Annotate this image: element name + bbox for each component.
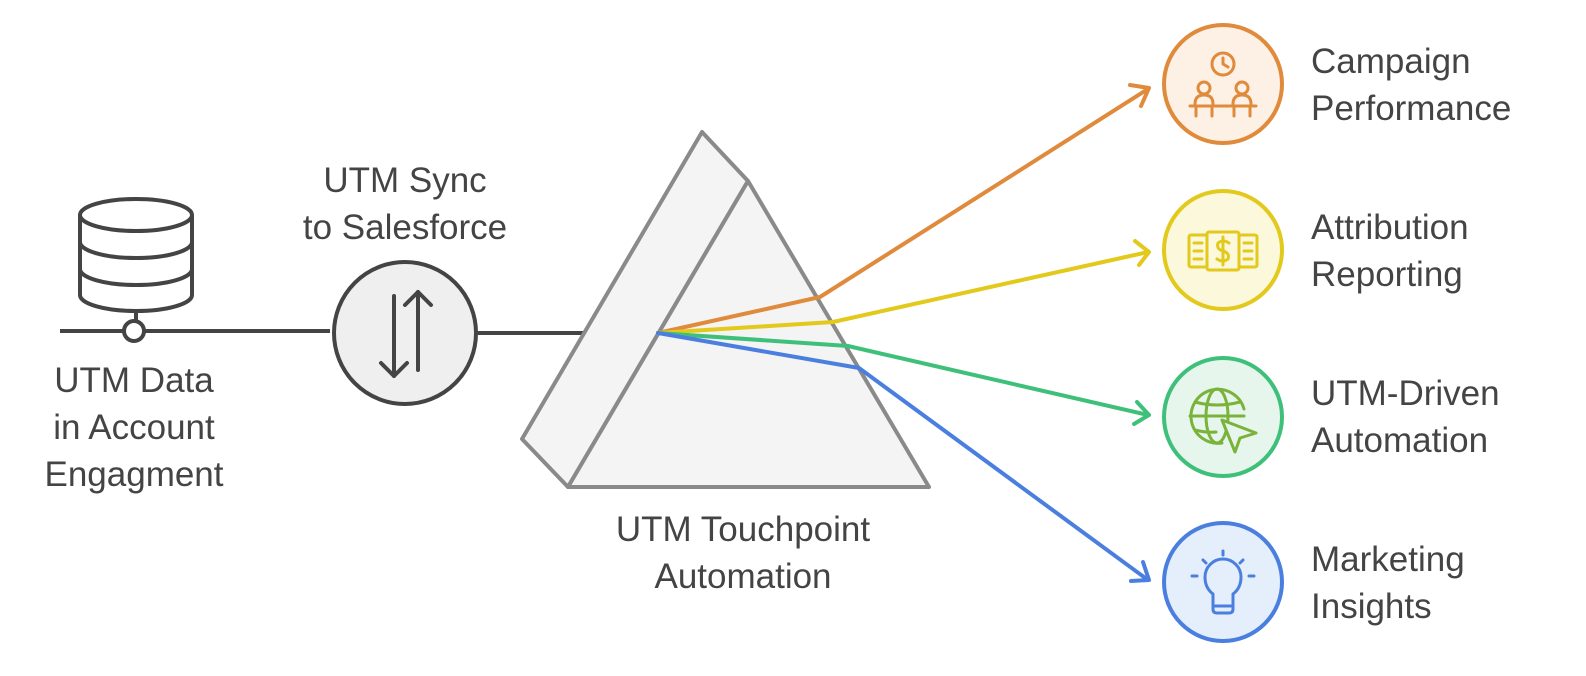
up-down-arrows-icon — [379, 290, 433, 378]
money-bills-icon — [1187, 230, 1259, 272]
utm-driven-automation-line-1: UTM-Driven — [1311, 374, 1500, 413]
beam-insights-arrowhead — [1129, 560, 1151, 583]
attribution-reporting-line-2: Reporting — [1311, 255, 1463, 294]
beam-marketing-insights — [656, 331, 1150, 582]
campaign-performance-line-2: Performance — [1311, 89, 1512, 128]
utm-driven-automation-line-2: Automation — [1311, 421, 1489, 460]
source-label-line-2: in Account — [53, 408, 215, 447]
meeting-clock-icon — [1188, 51, 1258, 118]
source-label-line-3: Engagment — [44, 455, 224, 494]
campaign-performance-line-1: Campaign — [1311, 42, 1471, 81]
marketing-insights-line-1: Marketing — [1311, 540, 1465, 579]
sync-label-line-1: UTM Sync — [323, 161, 487, 200]
prism-label-line-2: Automation — [654, 557, 832, 596]
marketing-insights-node — [1162, 521, 1284, 643]
source-label-line-1: UTM Data — [54, 361, 214, 400]
globe-cursor-icon — [1188, 387, 1258, 454]
lightbulb-icon — [1190, 549, 1256, 615]
beam-campaign-performance — [656, 87, 1150, 335]
attribution-reporting-line-1: Attribution — [1311, 208, 1469, 247]
prism-label: UTM Touchpoint Automation — [583, 506, 903, 600]
beam-attribution-reporting — [656, 250, 1150, 335]
campaign-performance-label: Campaign Performance — [1311, 38, 1581, 132]
prism — [520, 130, 931, 489]
beam-campaign-arrowhead — [1128, 83, 1151, 108]
prism-label-line-1: UTM Touchpoint — [615, 510, 871, 549]
attribution-reporting-label: Attribution Reporting — [1311, 204, 1581, 298]
database-icon — [78, 197, 194, 322]
beam-attribution-arrowhead — [1133, 239, 1151, 267]
source-connector-node — [122, 319, 146, 343]
sync-label-line-2: to Salesforce — [302, 208, 508, 247]
sync-label: UTM Sync to Salesforce — [270, 157, 540, 251]
marketing-insights-line-2: Insights — [1311, 587, 1432, 626]
beam-automation-arrowhead — [1132, 400, 1151, 426]
utm-driven-automation-label: UTM-Driven Automation — [1311, 370, 1581, 464]
source-label: UTM Data in Account Engagment — [14, 357, 254, 498]
campaign-performance-node — [1162, 23, 1284, 145]
marketing-insights-label: Marketing Insights — [1311, 536, 1581, 630]
beam-utm-automation — [656, 331, 1150, 417]
beams — [656, 83, 1151, 583]
sync-node — [332, 260, 478, 406]
